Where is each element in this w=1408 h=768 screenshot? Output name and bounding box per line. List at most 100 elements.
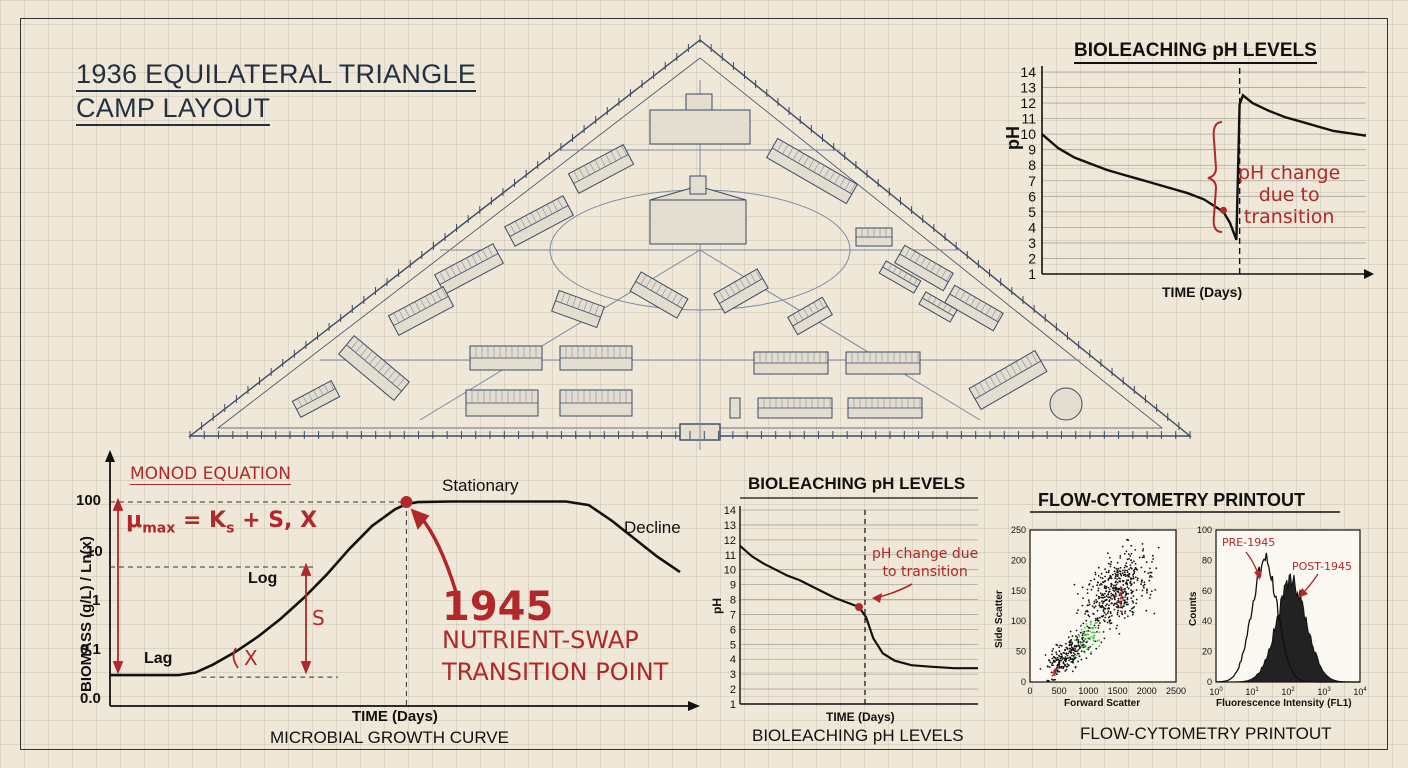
scatter-xtick: 2000 (1137, 686, 1157, 696)
scatter-point (1083, 626, 1086, 629)
scatter-point (1053, 670, 1056, 672)
scatter-point (1149, 571, 1151, 574)
barrack-roof-line (393, 312, 400, 323)
scatter-point (1068, 647, 1071, 650)
barrack (944, 284, 1004, 332)
barrack-roof-line (409, 304, 416, 315)
ph-mid-annotation-line1: pH change due (872, 546, 979, 562)
scatter-point (1134, 576, 1137, 579)
scatter-point (1126, 597, 1129, 599)
barrack-roof-line (734, 281, 741, 292)
barrack-roof-line (818, 165, 825, 176)
hist-xtick: 100 (1209, 687, 1223, 697)
scatter-point (1063, 652, 1066, 654)
scatter-ytick: 250 (1011, 525, 1026, 535)
scatter-point (1088, 615, 1091, 618)
barrack (786, 296, 834, 336)
ph-top-ytick: 5 (1028, 204, 1036, 220)
barrack-roof-line (471, 254, 478, 265)
scatter-point (1048, 666, 1051, 668)
scatter-point (1103, 619, 1105, 621)
scatter-point (1141, 556, 1144, 559)
scatter-point (1117, 588, 1120, 591)
scatter-xtick: 500 (1052, 686, 1067, 696)
scatter-point (1092, 639, 1095, 642)
barrack (878, 260, 922, 294)
scatter-point (1115, 588, 1117, 591)
scatter-point (1056, 669, 1059, 671)
scatter-point (1153, 612, 1156, 615)
scatter-ytick: 100 (1011, 616, 1026, 626)
scatter-point (1114, 587, 1117, 589)
scatter-point (1140, 581, 1143, 583)
scatter-point (1149, 593, 1152, 596)
scatter-point (1141, 549, 1144, 552)
scatter-point (1100, 605, 1103, 608)
scatter-point (1066, 663, 1069, 665)
ph-mid-ytick: 1 (730, 699, 736, 711)
scatter-point (1123, 566, 1126, 569)
scatter-point (1067, 657, 1069, 659)
scatter-point (1120, 573, 1122, 576)
ph-mid-grid (739, 506, 978, 705)
scatter-point (1102, 581, 1105, 584)
ph-top-transition-marker (1219, 206, 1227, 214)
growth-ytick-100: 100 (76, 492, 102, 509)
scatter-point (1104, 592, 1106, 595)
barrack-roof-ridge (635, 281, 683, 309)
scatter-point (1077, 640, 1080, 643)
scatter-point (1123, 599, 1126, 602)
scatter-point (1093, 606, 1096, 609)
barrack-roof-ridge (792, 305, 828, 327)
barrack-roof-line (792, 314, 799, 324)
camp-title-line1: 1936 EQUILATERAL TRIANGLE (76, 58, 477, 92)
scatter-point (1081, 646, 1083, 649)
scatter-point (1077, 660, 1079, 663)
barrack-roof-line (813, 302, 819, 312)
scatter-point (1124, 612, 1126, 614)
scatter-point (1150, 571, 1153, 574)
scatter-point (1068, 644, 1071, 647)
scatter-point (1129, 582, 1132, 584)
scatter-point (1117, 605, 1119, 608)
barrack (845, 351, 921, 375)
scatter-point (1105, 613, 1107, 616)
barrack-roof-line (661, 286, 668, 297)
barrack-roof-line (984, 379, 991, 391)
scatter-point (1138, 556, 1141, 559)
scatter-point (1064, 648, 1066, 651)
scatter-point (1087, 626, 1090, 629)
scatter-point (1067, 652, 1070, 655)
scatter-point (1092, 612, 1094, 615)
scatter-point (1104, 616, 1107, 619)
scatter-point (1097, 595, 1100, 598)
scatter-point (1128, 574, 1130, 576)
barrack-roof-line (844, 180, 851, 191)
barrack-roof-line (350, 339, 359, 349)
scatter-point (1148, 579, 1151, 582)
scatter-ytick: 200 (1011, 555, 1026, 565)
scatter-points (1039, 538, 1160, 682)
scatter-point (1155, 567, 1158, 570)
scatter-point (1127, 579, 1130, 582)
scatter-point (1101, 593, 1104, 595)
scatter-point (1103, 612, 1106, 614)
scatter-point (1118, 594, 1121, 597)
ph-mid-annotation-line2: to transition (882, 564, 968, 580)
fence-posts (189, 35, 1191, 439)
barrack-roof-line (908, 275, 913, 283)
scatter-point (1105, 587, 1107, 590)
scatter-point (1055, 658, 1058, 660)
ph-mid-transition-marker (855, 603, 863, 611)
ph-top-ytick: 10 (1020, 126, 1036, 142)
scatter-point (1119, 610, 1122, 613)
barrack-roof-ridge (771, 147, 853, 195)
barrack-roof-line (572, 296, 577, 308)
scatter-point (1089, 638, 1092, 640)
barrack (338, 334, 410, 402)
barrack-roof-ridge (719, 278, 763, 304)
scatter-point (1121, 572, 1124, 575)
barrack-roof-line (777, 141, 784, 152)
